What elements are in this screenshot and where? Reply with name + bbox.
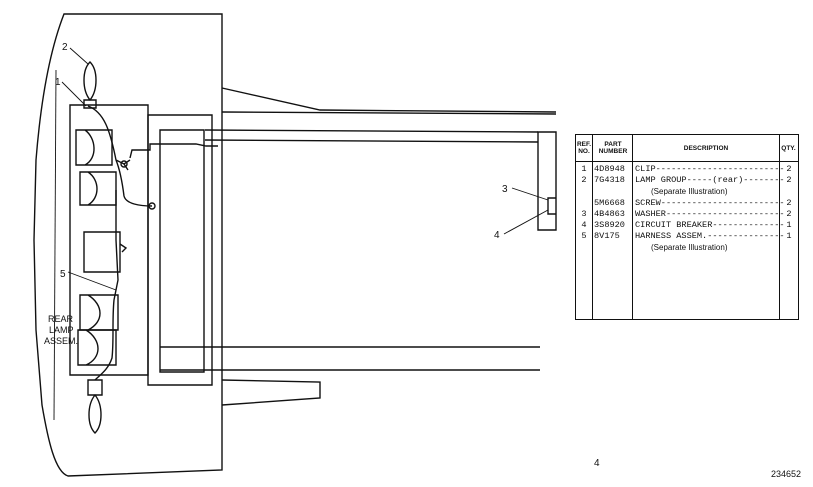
row-qty: 2 [786,164,792,174]
row-description: WASHER------------------------------ [635,208,785,219]
row-qty: 1 [786,220,792,230]
row-part-number: 4B4863 [594,208,625,219]
page-mark: 4 [594,458,600,469]
row-description: CIRCUIT BREAKER--------------------- [635,220,785,230]
row-part-number: 7G4318 [594,175,625,186]
callout-3: 3 [502,184,508,195]
row-qty: 1 [786,231,792,242]
bottom-lamp-lens [87,379,103,434]
row-ref: 1 [581,164,587,174]
row-description: LAMP GROUP-----(rear)--------------- [635,175,785,186]
machine-inner-edge [53,69,57,421]
table-row: (Separate Illustration) [576,242,798,253]
callout-2: 2 [62,42,68,53]
row-description: (Separate Illustration) [651,187,728,197]
table-row: 5M6668 SCREW-----------------------------… [576,198,798,209]
machine-body-outline [33,13,223,477]
table-row: 2 7G4318 LAMP GROUP-----(rear)------------… [576,175,798,186]
table-row: 5 8V175 HARNESS ASSEM.--------------------… [576,231,798,242]
row-description: HARNESS ASSEM.---------------------- [635,231,785,242]
row-ref: 2 [581,175,587,186]
leader-2 [69,47,89,65]
lower-lamp-housing [79,294,119,331]
leader-3 [511,187,549,201]
header-description: DESCRIPTION [683,144,729,152]
clip-upper [120,160,128,168]
vertical-channel [147,114,213,386]
col-divider-1 [592,135,593,319]
row-qty: 2 [786,197,792,208]
table-row: 4 3S8920 CIRCUIT BREAKER------------------… [576,220,798,231]
header-qty: QTY. [781,144,796,152]
row-part-number: 5M6668 [594,197,625,208]
row-part-number: 3S8920 [594,220,625,230]
col-divider-3 [779,135,780,319]
header-part-number: PART NUMBER [598,141,628,155]
clip-lower [148,202,156,210]
table-row: 1 4D8948 CLIP-----------------------------… [576,164,798,175]
callout-5: 5 [60,269,66,280]
row-part-number: 4D8948 [594,164,625,174]
table-row: (Separate Illustration) [576,186,798,197]
upper-lamp-housing [75,129,113,166]
callout-1: 1 [55,77,61,88]
top-lamp-lens [83,61,97,109]
row-qty: 2 [786,208,792,219]
row-description: (Separate Illustration) [651,243,728,253]
rear-lamp-label-line-2: LAMP [49,325,74,335]
lamp-mount-panel [69,104,149,376]
rear-lamp-label-line-1: REAR [48,314,74,324]
figure-number: 234652 [771,469,801,479]
row-ref: 5 [581,231,587,242]
leader-1 [61,81,87,107]
upper-frame-rail [204,87,557,143]
end-bracket [537,131,557,231]
row-ref: 4 [581,220,587,230]
header-ref: REF. NO. [576,141,592,155]
row-description: SCREW------------------------------- [635,197,785,208]
row-description: CLIP---------------------------------- [635,164,785,174]
lower-frame-rail [160,346,540,406]
row-part-number: 8V175 [594,231,620,242]
upper-lamp-housing-2 [79,171,117,206]
parts-table-header: REF. NO. PART NUMBER DESCRIPTION QTY. [576,135,798,162]
callout-4: 4 [494,230,500,241]
row-ref: 3 [581,208,587,219]
row-qty: 2 [786,175,792,186]
leader-4 [503,209,549,235]
wiring-harness [87,105,218,381]
lower-lamp-housing-2 [77,329,117,366]
leader-5 [67,271,117,291]
mid-box [83,231,121,273]
rear-lamp-label-line-3: ASSEM. [44,336,78,346]
table-row: 3 4B4863 WASHER---------------------------… [576,209,798,220]
col-divider-2 [632,135,633,319]
